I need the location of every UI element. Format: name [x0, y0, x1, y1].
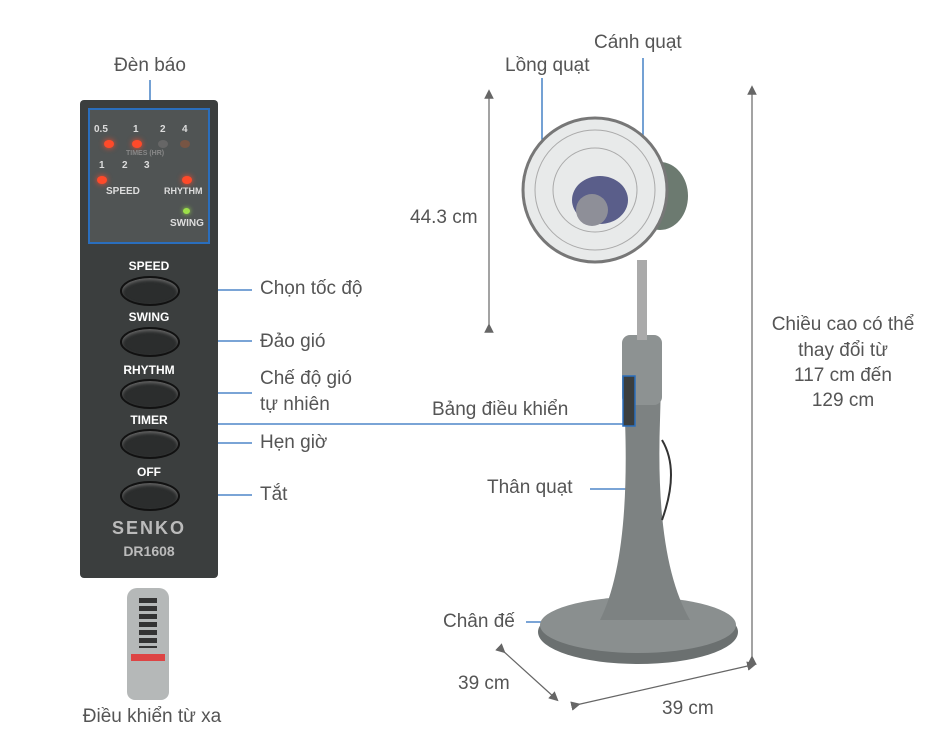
remote-control: [127, 588, 169, 700]
timer-value: 2: [160, 124, 166, 135]
width-label: 39 cm: [662, 698, 714, 719]
timer-led: [104, 140, 114, 148]
height-label-2: thay đổi từ: [798, 340, 888, 361]
rhythm-button-label: RHYTHM: [123, 363, 175, 377]
timer-led: [132, 140, 142, 148]
speed-value: 1: [99, 160, 105, 171]
natural-wind-label-2: tự nhiên: [260, 394, 330, 415]
timer-label: Hẹn giờ: [260, 432, 328, 453]
control-panel-label: Bảng điều khiển: [432, 399, 569, 420]
brand-logo: SENKO: [111, 518, 187, 538]
speed-value: 3: [144, 160, 150, 171]
remote-logo: [131, 654, 165, 661]
off-button[interactable]: [120, 481, 180, 511]
indicator-display: 0.5 1 2 4 TIMES (HR) 1 2 3 SPEED RHYTHM …: [88, 108, 210, 244]
speed-select-label: Chọn tốc độ: [260, 278, 363, 299]
fan-illustration: [521, 116, 738, 664]
indicator-label: Đèn báo: [114, 55, 186, 76]
timer-value: 0.5: [94, 124, 108, 135]
natural-wind-label: Chế độ gió: [260, 368, 352, 389]
remote-label: Điều khiển từ xa: [82, 706, 222, 727]
timer-led: [180, 140, 190, 148]
rhythm-button[interactable]: [120, 379, 180, 409]
swing-led: [183, 208, 190, 214]
rhythm-led: [182, 176, 192, 184]
timer-caption: TIMES (HR): [126, 150, 165, 157]
fan-guard-label: Lồng quạt: [505, 55, 590, 76]
depth-label: 39 cm: [458, 673, 510, 694]
height-label-4: 129 cm: [811, 390, 875, 411]
height-label: Chiều cao có thể: [771, 314, 915, 335]
speed-caption: SPEED: [106, 186, 140, 197]
fan-blade-label: Cánh quạt: [594, 32, 682, 53]
swing-label: Đảo gió: [260, 331, 326, 352]
rhythm-caption: RHYTHM: [164, 186, 203, 196]
off-button-label: OFF: [137, 465, 161, 479]
timer-led: [158, 140, 168, 148]
remote-buttons: [139, 598, 157, 648]
height-label-3: 117 cm đến: [794, 365, 892, 386]
model-number: DR1608: [123, 543, 175, 559]
timer-value: 1: [133, 124, 139, 135]
timer-button-label: TIMER: [130, 413, 168, 427]
timer-value: 4: [182, 124, 188, 135]
speed-button[interactable]: [120, 276, 180, 306]
swing-caption: SWING: [170, 218, 204, 229]
speed-value: 2: [122, 160, 128, 171]
off-label: Tắt: [260, 484, 288, 505]
base-label: Chân đế: [443, 611, 515, 632]
timer-button[interactable]: [120, 429, 180, 459]
head-height-label: 44.3 cm: [410, 207, 478, 228]
swing-button[interactable]: [120, 327, 180, 357]
dimension-arrows: [484, 85, 757, 711]
speed-button-label: SPEED: [128, 259, 170, 273]
speed-led: [97, 176, 107, 184]
control-panel-closeup: 0.5 1 2 4 TIMES (HR) 1 2 3 SPEED RHYTHM …: [80, 100, 218, 578]
swing-button-label: SWING: [128, 310, 170, 324]
body-label: Thân quạt: [487, 477, 573, 498]
